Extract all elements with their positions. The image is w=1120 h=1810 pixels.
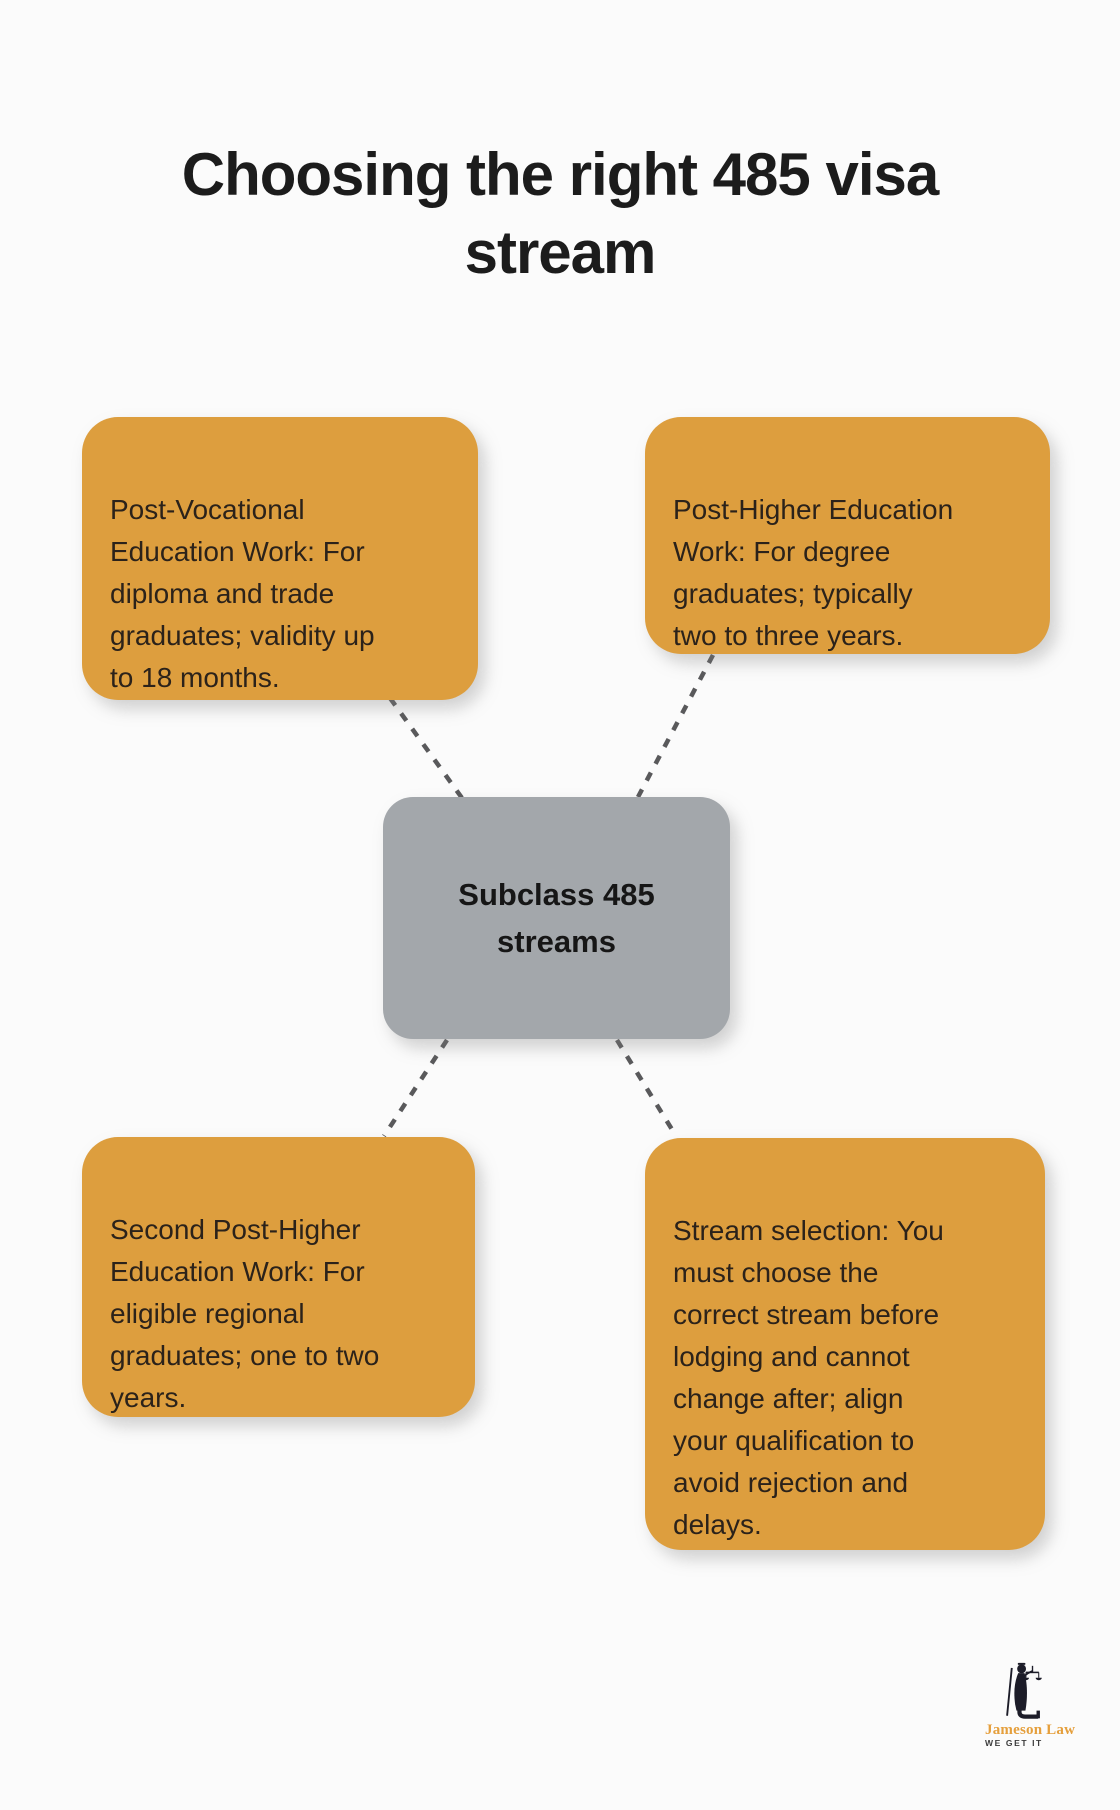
logo-brand-text: Jameson Law [985, 1722, 1076, 1738]
center-node-label: Subclass 485 streams [458, 877, 655, 959]
connector-bottom-right [615, 1038, 678, 1138]
node-text: Post-Vocational Education Work: For dipl… [110, 494, 375, 693]
connector-top-right [636, 653, 715, 799]
node-second-post-higher-education-work: Second Post-Higher Education Work: For e… [82, 1137, 475, 1417]
connector-bottom-left [382, 1038, 449, 1138]
lady-justice-scales-icon [1006, 1662, 1042, 1719]
connector-top-left [388, 696, 464, 800]
node-subclass-485-streams: Subclass 485 streams [383, 797, 730, 1039]
node-stream-selection: Stream selection: You must choose the co… [645, 1138, 1045, 1550]
node-text: Stream selection: You must choose the co… [673, 1215, 944, 1540]
page-title: Choosing the right 485 visa stream [181, 141, 940, 287]
node-post-higher-education-work: Post-Higher Education Work: For degree g… [645, 417, 1050, 654]
node-text: Post-Higher Education Work: For degree g… [673, 494, 954, 651]
logo-tagline-text: WE GET IT [985, 1738, 1043, 1748]
node-text: Second Post-Higher Education Work: For e… [110, 1214, 380, 1413]
node-post-vocational-education-work: Post-Vocational Education Work: For dipl… [82, 417, 478, 700]
jameson-law-logo: Jameson Law WE GET IT [985, 1662, 1085, 1749]
